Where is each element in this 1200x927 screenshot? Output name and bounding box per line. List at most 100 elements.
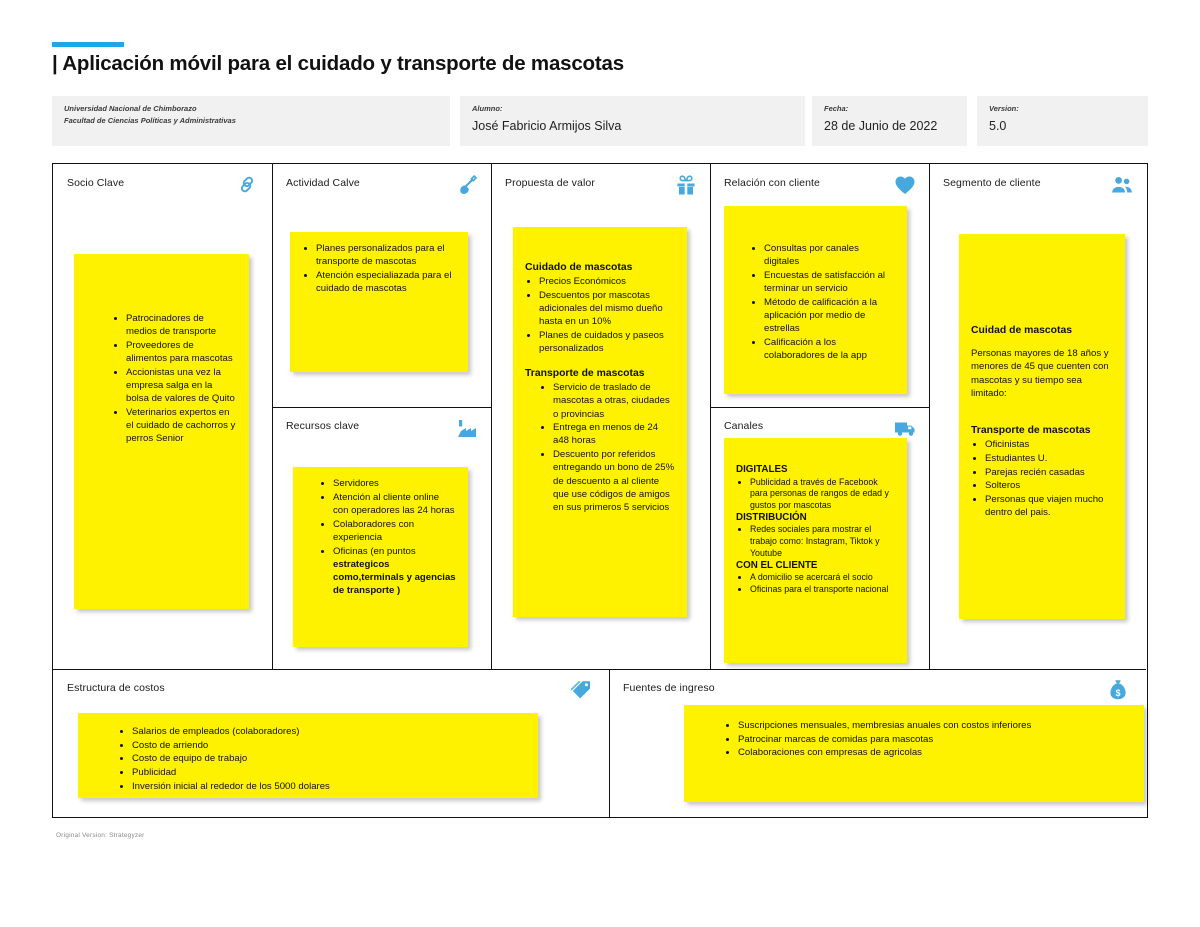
list-item: Oficinas (en puntos estrategicos como,te… [333, 545, 456, 598]
value-proposition-transport-list: Servicio de traslado de mascotas a otras… [525, 381, 675, 514]
note-customer-segments: Cuidad de mascotas Personas mayores de 1… [959, 234, 1125, 619]
list-item: Atención especialiazada para el cuidado … [316, 269, 456, 295]
list-item: Redes sociales para mostrar el trabajo c… [750, 524, 895, 559]
section-customer-relationships: Relación con cliente Consultas por canal… [710, 164, 929, 407]
svg-text:$: $ [1115, 688, 1120, 698]
note-key-activities: Planes personalizados para el transporte… [290, 232, 468, 372]
customer-segments-list: Oficinistas Estudiantes U. Parejas recié… [971, 438, 1113, 519]
list-item: Estudiantes U. [985, 452, 1113, 465]
list-item: Personas que viajen mucho dentro del pai… [985, 493, 1113, 519]
note-key-resources: Servidores Atención al cliente online co… [293, 467, 468, 647]
cost-structure-list: Salarios de empleados (colaboradores) Co… [92, 725, 524, 793]
student-value: José Fabricio Armijos Silva [472, 119, 622, 133]
meta-version: Version: 5.0 [977, 96, 1148, 146]
note-value-proposition: Cuidado de mascotas Precios Económicos D… [513, 227, 687, 617]
channels-heading-digital: DIGITALES [736, 464, 788, 475]
document-meta-row: Universidad Nacional de Chimborazo Facul… [52, 96, 1148, 146]
list-item: Veterinarios expertos en el cuidado de c… [126, 406, 237, 446]
page-title: | Aplicación móvil para el cuidado y tra… [52, 52, 624, 75]
list-item-text: Oficinas (en puntos [333, 545, 416, 557]
section-key-partners: Socio Clave Patrocinadores de medios de … [53, 164, 272, 669]
value-proposition-care-list: Precios Económicos Descuentos por mascot… [525, 275, 675, 355]
list-item: Planes de cuidados y paseos personalizad… [539, 329, 675, 355]
section-title-key-partners: Socio Clave [67, 177, 125, 189]
list-item: Salarios de empleados (colaboradores) [132, 725, 524, 738]
section-cost-structure: Estructura de costos Salarios de emplead… [53, 669, 609, 817]
key-resources-list: Servidores Atención al cliente online co… [305, 477, 456, 597]
list-item: Publicidad [132, 766, 524, 779]
list-item: Encuestas de satisfacción al terminar un… [764, 269, 895, 295]
section-title-revenue-streams: Fuentes de ingreso [623, 682, 715, 694]
channels-heading-with-client: CON EL CLIENTE [736, 559, 818, 571]
customer-segments-heading-care: Cuidad de mascotas [971, 325, 1073, 336]
grid-divider-2 [491, 164, 493, 669]
grid-divider-activities-resources [272, 407, 491, 409]
date-value: 28 de Junio de 2022 [824, 119, 938, 133]
section-key-resources: Recursos clave Servidores Atención al cl… [272, 407, 491, 669]
section-key-activities: Actividad Calve Planes personalizados pa… [272, 164, 491, 407]
section-title-key-resources: Recursos clave [286, 420, 360, 432]
list-item: Precios Económicos [539, 275, 675, 288]
value-proposition-heading-care: Cuidado de mascotas [525, 262, 633, 273]
list-item: Entrega en menos de 24 a48 horas [553, 421, 675, 447]
section-customer-segments: Segmento de cliente Cuidad de mascotas P… [929, 164, 1146, 669]
revenue-streams-list: Suscripciones mensuales, membresias anua… [698, 719, 1130, 760]
footer-credit: Original Version: Strategyzer [56, 832, 145, 839]
customer-relationships-list: Consultas por canales digitales Encuesta… [736, 242, 895, 362]
list-item: Oficinistas [985, 438, 1113, 451]
people-icon [1110, 173, 1134, 197]
version-label: Version: [989, 104, 1019, 113]
customer-segments-heading-transport: Transporte de mascotas [971, 425, 1091, 437]
list-item: Descuentos por mascotas adicionales del … [539, 289, 675, 329]
section-title-channels: Canales [724, 420, 764, 432]
list-item: Costo de arriendo [132, 739, 524, 752]
list-item: Parejas recién casadas [985, 466, 1113, 479]
key-partners-list: Patrocinadores de medios de transporte P… [86, 312, 237, 446]
section-title-customer-relationships: Relación con cliente [724, 177, 820, 189]
money-bag-icon: $ [1106, 678, 1130, 702]
list-item: Planes personalizados para el transporte… [316, 242, 456, 268]
list-item: Descuento por referidos entregando un bo… [553, 448, 675, 514]
note-cost-structure: Salarios de empleados (colaboradores) Co… [78, 713, 538, 798]
list-item: Calificación a los colaboradores de la a… [764, 336, 895, 362]
note-key-partners: Patrocinadores de medios de transporte P… [74, 254, 249, 609]
list-item: Inversión inicial al rededor de los 5000… [132, 780, 524, 793]
institution-line-1: Universidad Nacional de Chimborazo [64, 104, 197, 113]
canvas-grid: Socio Clave Patrocinadores de medios de … [52, 163, 1148, 818]
meta-student: Alumno: José Fabricio Armijos Silva [460, 96, 805, 146]
section-title-customer-segments: Segmento de cliente [943, 177, 1041, 189]
section-channels: Canales DIGITALES Publicidad a través de… [710, 407, 929, 669]
note-revenue-streams: Suscripciones mensuales, membresias anua… [684, 705, 1144, 802]
gift-icon [674, 173, 698, 197]
channels-heading-distribution: DISTRIBUCIÓN [736, 511, 807, 523]
value-proposition-heading-transport: Transporte de mascotas [525, 367, 645, 379]
date-label: Fecha: [824, 104, 849, 113]
list-item: Accionistas una vez la empresa salga en … [126, 366, 237, 406]
section-revenue-streams: Fuentes de ingreso $ Suscripciones mensu… [609, 669, 1146, 817]
list-item: Colaboradores con experiencia [333, 518, 456, 544]
note-channels: DIGITALES Publicidad a través de Faceboo… [724, 438, 907, 663]
grid-divider-relationships-channels [710, 407, 929, 409]
list-item: Costo de equipo de trabajo [132, 752, 524, 765]
list-item: Atención al cliente online con operadore… [333, 491, 456, 517]
note-customer-relationships: Consultas por canales digitales Encuesta… [724, 206, 907, 394]
list-item: Proveedores de alimentos para mascotas [126, 339, 237, 365]
list-item: Método de calificación a la aplicación p… [764, 296, 895, 336]
list-item-emphasis: estrategicos como,terminals y agencias d… [333, 558, 456, 597]
list-item: A domicilio se acercará el socio [750, 572, 895, 584]
tag-icon [569, 678, 593, 702]
list-item: Oficinas para el transporte nacional [750, 584, 895, 596]
title-accent-bar [52, 42, 124, 47]
channels-digital-list: Publicidad a través de Facebook para per… [736, 477, 895, 512]
shovel-icon [455, 173, 479, 197]
factory-icon [455, 416, 479, 440]
grid-divider-1 [272, 164, 274, 669]
list-item: Suscripciones mensuales, membresias anua… [738, 719, 1130, 732]
grid-divider-bottom-split [609, 669, 611, 817]
list-item: Patrocinar marcas de comidas para mascot… [738, 733, 1130, 746]
channels-client-list: A domicilio se acercará el socio Oficina… [736, 572, 895, 596]
customer-segments-paragraph: Personas mayores de 18 años y menores de… [971, 348, 1109, 399]
key-activities-list: Planes personalizados para el transporte… [302, 242, 456, 295]
list-item: Solteros [985, 479, 1113, 492]
